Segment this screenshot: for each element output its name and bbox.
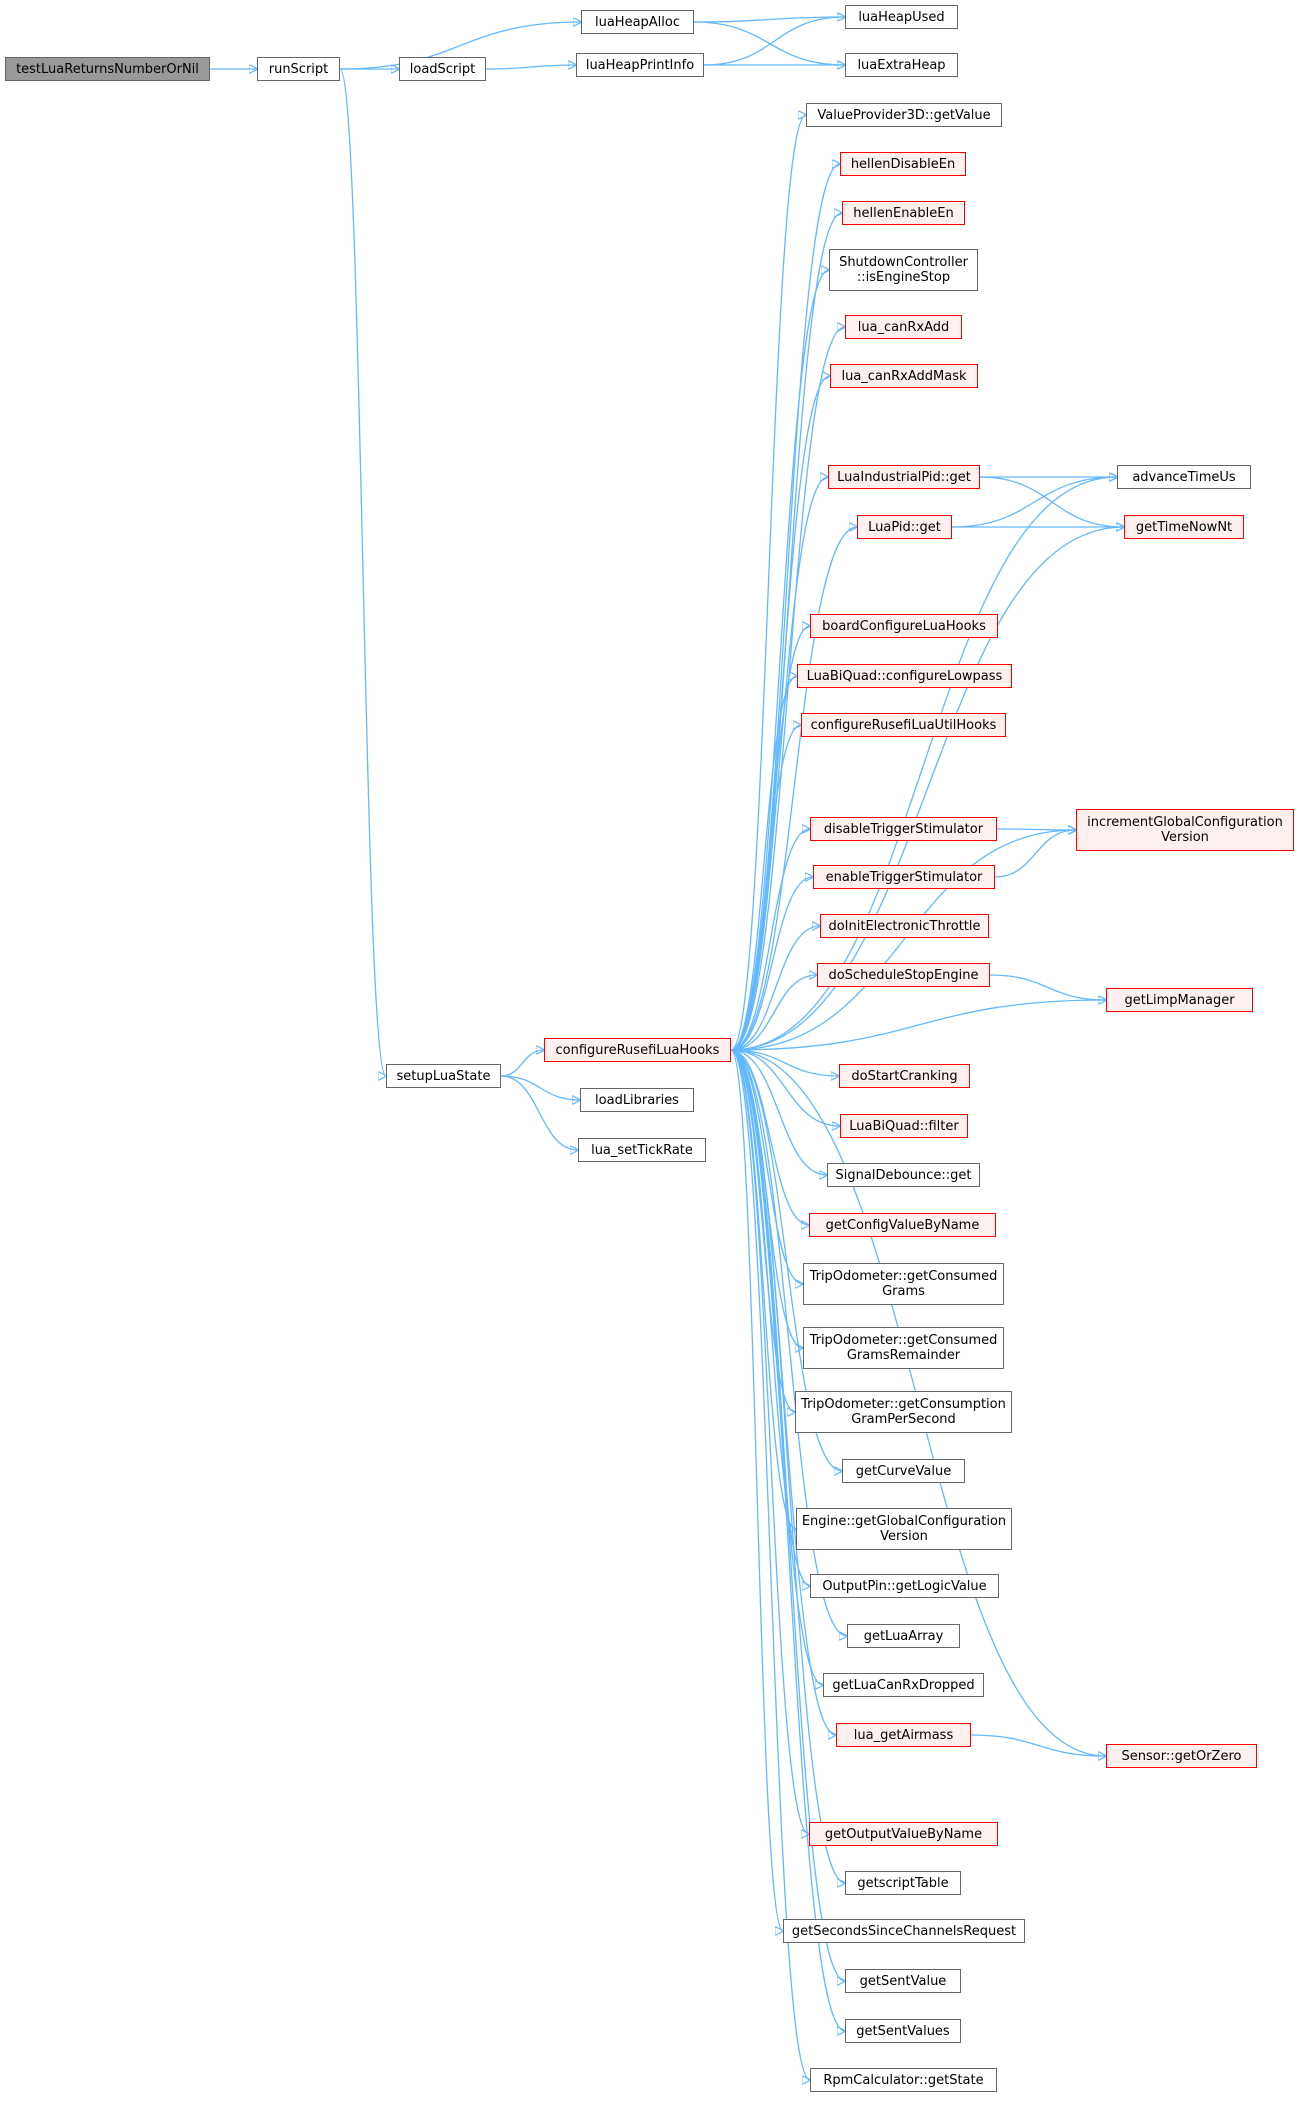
node-advance-time-us[interactable]: advanceTimeUs: [1117, 465, 1251, 489]
call-edge: [730, 676, 797, 1051]
call-edge: [730, 926, 820, 1051]
call-edge: [730, 477, 828, 1051]
node-get-sent-value[interactable]: getSentValue: [845, 1969, 961, 1993]
call-edge: [730, 725, 801, 1051]
node-load-script[interactable]: loadScript: [399, 57, 486, 81]
node-signal-debounce-get[interactable]: SignalDebounce::get: [827, 1163, 980, 1187]
call-edge: [730, 830, 1076, 1051]
call-edge: [730, 975, 817, 1051]
node-lua-heap-print-info[interactable]: luaHeapPrintInfo: [576, 53, 704, 77]
call-edge: [979, 476, 1124, 527]
node-load-libraries[interactable]: loadLibraries: [580, 1088, 694, 1112]
node-do-init-electronic-throttle[interactable]: doInitElectronicThrottle: [820, 914, 989, 938]
node-lua-biquad-configure-lowpass[interactable]: LuaBiQuad::configureLowpass: [797, 664, 1012, 688]
call-edge: [485, 65, 576, 70]
node-get-output-value-by-name[interactable]: getOutputValueByName: [809, 1822, 998, 1846]
call-edge: [730, 829, 810, 1051]
node-lua-pid-get[interactable]: LuaPid::get: [857, 515, 952, 539]
node-increment-global-configuration-version[interactable]: incrementGlobalConfiguration Version: [1076, 809, 1294, 851]
node-lua-heap-used[interactable]: luaHeapUsed: [845, 5, 958, 29]
call-edge: [730, 527, 857, 1051]
call-edge: [730, 626, 810, 1051]
node-get-limp-manager[interactable]: getLimpManager: [1106, 988, 1253, 1012]
call-edge: [339, 22, 581, 70]
node-enable-trigger-stimulator[interactable]: enableTriggerStimulator: [813, 865, 995, 889]
call-edge: [730, 1049, 803, 1284]
node-lua-biquad-filter[interactable]: LuaBiQuad::filter: [840, 1114, 968, 1138]
node-get-config-value-by-name[interactable]: getConfigValueByName: [809, 1213, 996, 1237]
call-edge: [693, 17, 845, 23]
node-lua-heap-alloc[interactable]: luaHeapAlloc: [581, 10, 694, 34]
call-edge: [500, 1050, 544, 1077]
call-edge: [951, 477, 1117, 528]
node-get-lua-array[interactable]: getLuaArray: [847, 1624, 960, 1648]
call-edge: [703, 17, 845, 66]
node-hellen-enable-en[interactable]: hellenEnableEn: [842, 201, 965, 225]
node-lua-can-rx-add[interactable]: lua_canRxAdd: [845, 315, 962, 339]
call-edge: [730, 327, 845, 1051]
call-edge: [693, 21, 845, 65]
node-configure-rusefi-lua-util-hooks[interactable]: configureRusefiLuaUtilHooks: [801, 713, 1006, 737]
call-edge: [994, 830, 1076, 878]
call-edge: [730, 1049, 796, 1529]
node-sensor-get-or-zero[interactable]: Sensor::getOrZero: [1106, 1744, 1257, 1768]
call-edge: [730, 1049, 845, 2031]
node-setup-lua-state[interactable]: setupLuaState: [386, 1064, 501, 1088]
call-edge: [730, 1049, 809, 1225]
node-trip-odometer-get-consumed-grams-remainder[interactable]: TripOdometer::getConsumed GramsRemainder: [803, 1327, 1004, 1369]
call-edge: [730, 1049, 809, 1834]
node-lua-get-airmass[interactable]: lua_getAirmass: [836, 1723, 971, 1747]
node-value-provider-3d-get-value[interactable]: ValueProvider3D::getValue: [806, 103, 1002, 127]
node-lua-can-rx-add-mask[interactable]: lua_canRxAddMask: [830, 364, 978, 388]
call-edge: [730, 1049, 827, 1175]
node-disable-trigger-stimulator[interactable]: disableTriggerStimulator: [810, 817, 997, 841]
node-engine-get-global-configuration-version[interactable]: Engine::getGlobalConfiguration Version: [796, 1508, 1012, 1550]
call-edge: [730, 527, 1124, 1051]
call-edge: [730, 1049, 847, 1636]
node-lua-set-tick-rate[interactable]: lua_setTickRate: [578, 1138, 706, 1162]
call-edge: [730, 270, 829, 1051]
call-edge: [730, 1049, 840, 1126]
node-lua-extra-heap[interactable]: luaExtraHeap: [845, 53, 958, 77]
call-edge: [500, 1075, 580, 1100]
call-edge: [730, 1049, 842, 1471]
call-edge: [730, 1049, 783, 1931]
node-trip-odometer-get-consumed-grams[interactable]: TripOdometer::getConsumed Grams: [803, 1263, 1004, 1305]
node-get-curve-value[interactable]: getCurveValue: [842, 1459, 965, 1483]
node-shutdown-controller-is-engine-stop[interactable]: ShutdownController ::isEngineStop: [829, 249, 978, 291]
node-get-script-table[interactable]: getscriptTable: [845, 1871, 961, 1895]
call-edge: [989, 974, 1106, 1000]
node-run-script[interactable]: runScript: [257, 57, 340, 81]
node-get-time-now-nt[interactable]: getTimeNowNt: [1124, 515, 1244, 539]
call-edge: [730, 115, 806, 1051]
call-edge: [970, 1734, 1106, 1756]
node-board-configure-lua-hooks[interactable]: boardConfigureLuaHooks: [810, 614, 998, 638]
node-hellen-disable-en[interactable]: hellenDisableEn: [840, 152, 966, 176]
call-edge: [730, 477, 1117, 1051]
call-edge: [730, 877, 813, 1051]
node-lua-industrial-pid-get[interactable]: LuaIndustrialPid::get: [828, 465, 980, 489]
node-output-pin-get-logic-value[interactable]: OutputPin::getLogicValue: [810, 1574, 999, 1598]
call-edge: [730, 1049, 839, 1076]
node-configure-rusefi-lua-hooks[interactable]: configureRusefiLuaHooks: [544, 1038, 731, 1062]
call-edge: [500, 1075, 578, 1150]
call-edge: [730, 1000, 1106, 1051]
node-rpm-calculator-get-state[interactable]: RpmCalculator::getState: [810, 2068, 997, 2092]
node-get-seconds-since-channels-request[interactable]: getSecondsSinceChannelsRequest: [783, 1919, 1025, 1943]
call-edge: [339, 68, 386, 1076]
node-test-lua-returns-number-or-nil[interactable]: testLuaReturnsNumberOrNil: [5, 57, 210, 81]
call-edge: [996, 829, 1076, 830]
call-edge: [730, 1049, 810, 1586]
node-do-schedule-stop-engine[interactable]: doScheduleStopEngine: [817, 963, 990, 987]
call-edge: [730, 1049, 810, 2080]
node-get-lua-can-rx-dropped[interactable]: getLuaCanRxDropped: [823, 1673, 984, 1697]
node-trip-odometer-get-consumption-gram-per-second[interactable]: TripOdometer::getConsumption GramPerSeco…: [795, 1391, 1012, 1433]
node-get-sent-values[interactable]: getSentValues: [845, 2019, 961, 2043]
node-do-start-cranking[interactable]: doStartCranking: [839, 1064, 970, 1088]
